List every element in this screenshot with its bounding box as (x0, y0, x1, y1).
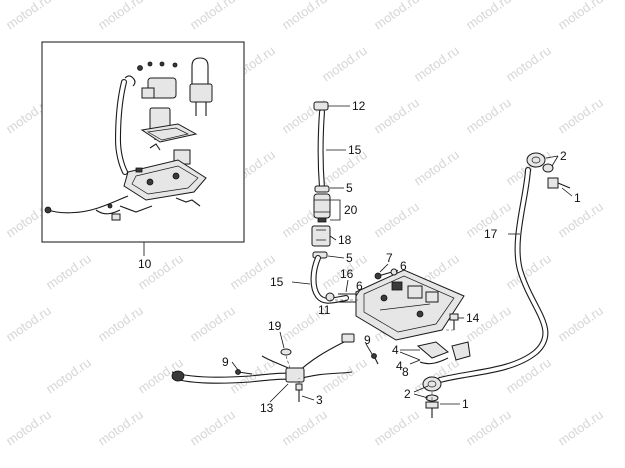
callout-17: 17 (484, 227, 498, 241)
callout-10: 10 (138, 257, 152, 271)
callout-3: 3 (316, 393, 323, 407)
callout-6-right: 6 (400, 259, 407, 273)
callout-7: 7 (386, 251, 393, 265)
part-18-connector (311, 225, 331, 247)
watermark-text: motod.ru (319, 43, 370, 85)
watermark-text: motod.ru (3, 0, 54, 32)
callout-6-left: 6 (356, 279, 363, 293)
part-20-fuel-filter (313, 193, 331, 223)
watermark-text: motod.ru (371, 95, 422, 137)
callout-5-upper: 5 (346, 181, 353, 195)
watermark-text: motod.ru (319, 355, 370, 397)
watermark-text: motod.ru (187, 407, 238, 449)
callout-8: 8 (402, 365, 409, 379)
watermark-text: motod.ru (95, 407, 146, 449)
part-6-grommet (390, 268, 398, 276)
callout-11: 11 (318, 303, 331, 317)
watermark-text: motod.ru (43, 251, 94, 293)
watermark-text: motod.ru (463, 0, 514, 32)
callout-18: 18 (338, 233, 352, 247)
watermark-text: motod.ru (279, 407, 330, 449)
watermark-text: motod.ru (187, 0, 238, 32)
watermark-text: motod.ru (371, 407, 422, 449)
callout-9-right: 9 (364, 333, 371, 347)
watermark-text: motod.ru (555, 95, 606, 137)
callout-5-lower: 5 (346, 251, 353, 265)
assembly-inset (41, 41, 245, 243)
part-4-bracket (416, 341, 471, 365)
inset-hose-inner (116, 80, 127, 174)
watermark-text: motod.ru (463, 95, 514, 137)
part-12-clip (313, 101, 329, 111)
watermark-text: motod.ru (411, 147, 462, 189)
watermark-text: motod.ru (95, 303, 146, 345)
part-2-banjo-lower (422, 376, 442, 402)
watermark-text: motod.ru (555, 0, 606, 32)
part-13-harness (171, 333, 355, 384)
watermark-text: motod.ru (463, 407, 514, 449)
watermark-text: motod.ru (411, 43, 462, 85)
watermark-text: motod.ru (95, 0, 146, 32)
leader-lines (143, 105, 573, 405)
watermark-text: motod.ru (503, 43, 554, 85)
inset-cover-plate (123, 159, 207, 201)
watermark-text: motod.ru (319, 147, 370, 189)
inset-frame (41, 41, 245, 243)
hose-15-upper (317, 109, 325, 191)
callout-1-upper: 1 (574, 191, 581, 205)
watermark-text: motod.ru (555, 303, 606, 345)
watermark-text: motod.ru (187, 303, 238, 345)
watermark-text: motod.ru (3, 303, 54, 345)
callout-labels: 12 15 5 20 18 5 15 11 16 6 7 6 14 4 4 8 … (138, 99, 581, 415)
callout-2-upper: 2 (560, 149, 567, 163)
callout-9-left: 9 (222, 355, 229, 369)
watermark-text: motod.ru (279, 0, 330, 32)
callout-4-upper: 4 (392, 343, 399, 357)
watermark-text: motod.ru (43, 355, 94, 397)
main-cover-plate (355, 269, 465, 341)
callout-4-lower: 4 (396, 359, 403, 373)
watermark-text: motod.ru (371, 0, 422, 32)
part-1-bolt-lower (425, 401, 439, 418)
part-11-fitting (325, 292, 335, 302)
callout-1-lower: 1 (462, 397, 469, 411)
part-19-washer (280, 348, 292, 356)
inset-wiring (47, 195, 129, 214)
part-9-screw-right (371, 353, 379, 365)
watermark-text: motod.ru (371, 199, 422, 241)
watermark-text: motod.ru (503, 355, 554, 397)
part-14-bolt (449, 313, 459, 330)
callout-20: 20 (344, 203, 358, 217)
callout-15-upper: 15 (348, 143, 362, 157)
callout-19: 19 (268, 319, 282, 333)
callout-12: 12 (352, 99, 366, 113)
inset-pump-parts (124, 57, 213, 165)
callout-13: 13 (260, 401, 274, 415)
watermark-text: motod.ru (555, 407, 606, 449)
callout-15-lower: 15 (270, 275, 284, 289)
part-5-clip-upper (314, 185, 330, 193)
part-1-bolt-upper (547, 177, 571, 189)
callout-14: 14 (466, 311, 480, 325)
part-3-bolt (295, 383, 303, 402)
part-2-banjo-upper (526, 152, 554, 173)
callout-2-lower: 2 (404, 387, 411, 401)
part-7-screw (374, 271, 393, 280)
hose-17-fuel-line (437, 167, 549, 383)
watermark-text: motod.ru (3, 407, 54, 449)
callout-16: 16 (340, 267, 354, 281)
